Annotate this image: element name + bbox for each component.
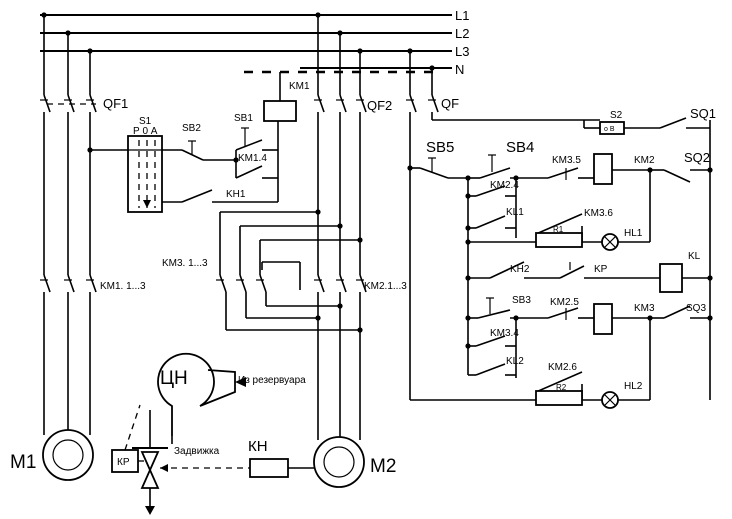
sensor-kh xyxy=(249,458,289,478)
button-sb3 xyxy=(477,297,511,319)
label-kl2: KL2 xyxy=(506,356,524,367)
switch-s2 xyxy=(596,121,660,135)
valve-zadvizhka xyxy=(132,447,168,515)
label-sb4: SB4 xyxy=(506,139,534,156)
label-valve: Задвижка xyxy=(174,446,220,457)
breaker-qf1 xyxy=(40,94,97,113)
selector-s1 xyxy=(127,135,163,213)
label-sb2: SB2 xyxy=(182,123,201,134)
label-s1-modes: Р 0 А xyxy=(133,126,158,137)
limit-sq2 xyxy=(650,169,710,183)
label-kr: КР xyxy=(117,457,130,468)
lamp-hl2 xyxy=(601,391,619,409)
label-km2-6: KM2.6 xyxy=(548,362,577,373)
control-circuit-m2: QF S2 o B SQ1 SB5 xyxy=(406,48,716,409)
label-sb3: SB3 xyxy=(512,295,531,306)
resistor-r2 xyxy=(535,390,583,406)
label-km3-5: KM3.5 xyxy=(552,155,581,166)
label-km3: KM3 xyxy=(634,303,655,314)
limit-sq1 xyxy=(659,117,710,129)
motor-m2-circuit: QF2 xyxy=(162,12,407,488)
label-qf2: QF2 xyxy=(367,98,392,113)
contact-kp xyxy=(559,262,660,279)
motor-m1 xyxy=(42,429,94,481)
button-sb5 xyxy=(419,157,449,179)
resistor-r1 xyxy=(535,232,583,248)
label-s2-contact: o B xyxy=(604,126,615,133)
label-kl: KL xyxy=(688,251,701,262)
label-l1: L1 xyxy=(455,8,469,23)
label-kh2: KH2 xyxy=(510,264,530,275)
label-km3-6: KM3.6 xyxy=(584,208,613,219)
label-sq3: SQ3 xyxy=(686,303,706,314)
label-hl1: HL1 xyxy=(624,228,643,239)
label-km3-4: KM3.4 xyxy=(490,328,519,339)
contact-km3-5 xyxy=(547,167,594,180)
label-sq1: SQ1 xyxy=(690,106,716,121)
label-from-tank: Из резервуара xyxy=(238,375,306,386)
contact-kh1 xyxy=(181,189,278,203)
label-km1-4: KM1.4 xyxy=(238,153,267,164)
motor-m2 xyxy=(313,436,365,488)
contacts-km3-main xyxy=(216,274,267,293)
label-l3: L3 xyxy=(455,44,469,59)
label-km2-5: KM2.5 xyxy=(550,297,579,308)
label-kl1: KL1 xyxy=(506,207,524,218)
contact-km1-4 xyxy=(235,165,278,179)
label-n: N xyxy=(455,62,464,77)
reversing-wiring xyxy=(219,209,363,331)
lamp-hl1 xyxy=(601,233,619,251)
label-sb1: SB1 xyxy=(234,113,253,124)
contact-kh2 xyxy=(489,261,560,279)
label-l2: L2 xyxy=(455,26,469,41)
button-sb2 xyxy=(181,140,204,161)
coil-km2 xyxy=(593,153,613,185)
label-km2-main: KM2.1...3 xyxy=(364,281,407,292)
control-circuit-m1: S1 Р 0 А SB2 SB1 KM1.4 xyxy=(87,72,310,213)
contacts-km2-main xyxy=(314,274,367,293)
label-sb5: SB5 xyxy=(426,139,454,156)
label-m1: M1 xyxy=(10,452,36,473)
button-sb4 xyxy=(468,154,511,179)
label-kh: КН xyxy=(248,438,268,455)
power-buses: L1 L2 L3 N xyxy=(40,8,469,77)
breaker-qf xyxy=(406,94,439,113)
label-sq2: SQ2 xyxy=(684,150,710,165)
label-pump: ЦН xyxy=(160,368,188,389)
label-qf1: QF1 xyxy=(103,96,128,111)
label-s1: S1 xyxy=(139,116,152,127)
label-km1: KM1 xyxy=(289,81,310,92)
label-km2-4: KM2.4 xyxy=(490,180,519,191)
limit-sq3 xyxy=(650,305,710,319)
label-r1: R1 xyxy=(553,225,564,234)
button-sb1 xyxy=(235,127,263,160)
label-hl2: HL2 xyxy=(624,381,643,392)
breaker-qf2 xyxy=(314,94,367,113)
label-kh1: KH1 xyxy=(226,189,246,200)
label-m2: M2 xyxy=(370,456,396,477)
relay-kl xyxy=(659,263,683,293)
label-qf: QF xyxy=(441,96,459,111)
contacts-km1-main xyxy=(40,274,97,293)
pump-cn xyxy=(157,352,236,436)
label-r2: R2 xyxy=(556,383,567,392)
motor-m1-circuit: QF1 KM1. 1...3 M1 xyxy=(10,12,146,481)
contact-km2-5 xyxy=(547,307,594,320)
label-kp: KP xyxy=(594,264,608,275)
coil-km1 xyxy=(263,72,297,122)
label-km2: KM2 xyxy=(634,155,655,166)
label-km1-main: KM1. 1...3 xyxy=(100,281,146,292)
hydraulic-part: ЦН Из резервуара Задвижка КР КН xyxy=(111,352,314,515)
label-km3-main: KM3. 1...3 xyxy=(162,258,208,269)
contact-kl2 xyxy=(468,363,516,376)
label-s2: S2 xyxy=(610,110,623,121)
coil-km3 xyxy=(593,303,613,335)
